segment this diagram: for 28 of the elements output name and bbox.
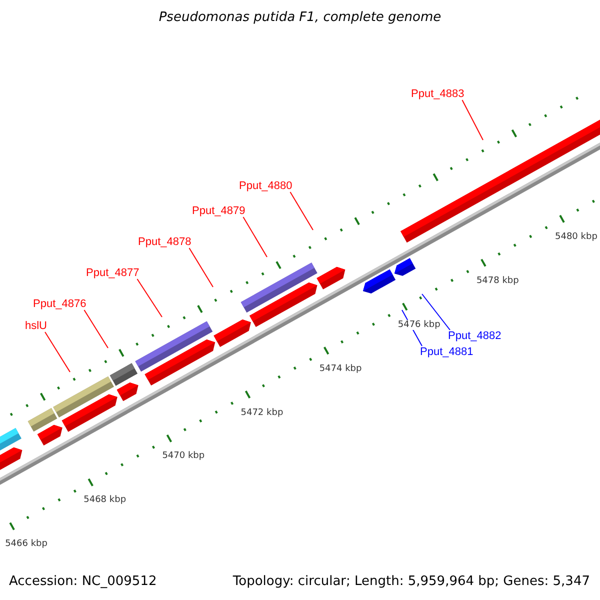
scale-label: 5470 kbp <box>162 451 205 462</box>
accession-text: Accession: NC_009512 <box>9 574 157 589</box>
leader-line <box>242 216 268 258</box>
scale-label: 5474 kbp <box>319 364 362 374</box>
gene-label: Pput_4882 <box>448 330 502 342</box>
gene-label: Pput_4876 <box>33 298 86 310</box>
scale-label: 5466 kbp <box>5 539 48 550</box>
scale-label: 5472 kbp <box>240 408 284 418</box>
scale-label: 5478 kbp <box>476 276 519 286</box>
gene-label: Pput_4880 <box>239 180 292 192</box>
map-title: Pseudomonas putida F1, complete genome <box>158 10 442 25</box>
gene-label: Pput_4881 <box>420 346 474 358</box>
leader-line <box>462 100 484 140</box>
gene-label: Pput_4878 <box>138 236 192 248</box>
gene-label: Pput_4883 <box>411 88 464 100</box>
scale-label: 5468 kbp <box>84 495 126 506</box>
gene-label: Pput_4879 <box>192 205 246 217</box>
leader-line <box>422 294 450 330</box>
gene-label: Pput_4877 <box>86 267 140 279</box>
leader-line <box>290 192 314 230</box>
leader-line <box>44 332 70 372</box>
scale-label: 5476 kbp <box>398 320 440 330</box>
leader-line <box>136 278 162 318</box>
leader-line <box>188 248 214 288</box>
genome-info-text: Topology: circular; Length: 5,959,964 bp; Genes: 5,347 <box>232 574 590 589</box>
scale-label: 5480 kbp <box>555 232 598 242</box>
gene-label: hslU <box>25 320 48 332</box>
leader-line <box>84 310 108 348</box>
